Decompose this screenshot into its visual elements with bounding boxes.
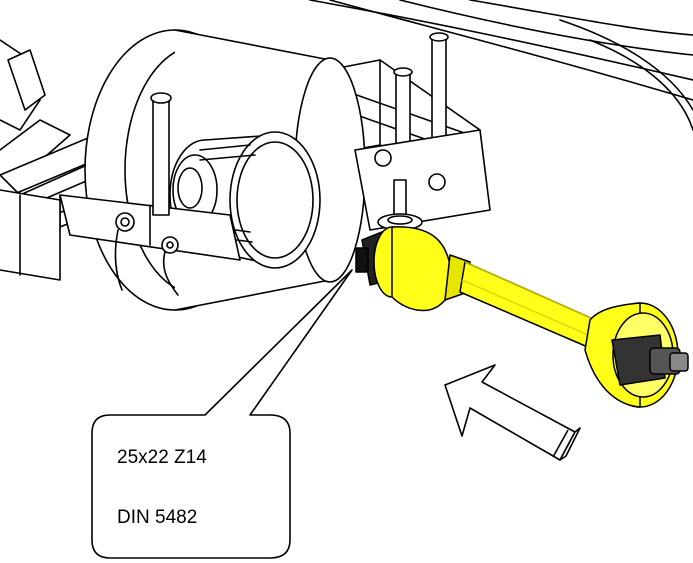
callout-spline-size: 25x22 Z14 — [117, 447, 207, 468]
machine-frame-drawing — [0, 0, 693, 311]
push-direction-arrow-icon — [444, 364, 581, 461]
callout-din-standard: DIN 5482 — [117, 507, 197, 528]
callout-bubble — [91, 269, 353, 559]
pto-drive-shaft — [355, 226, 689, 408]
spline-spec-callout: 25x22 Z14 DIN 5482 — [91, 269, 353, 559]
